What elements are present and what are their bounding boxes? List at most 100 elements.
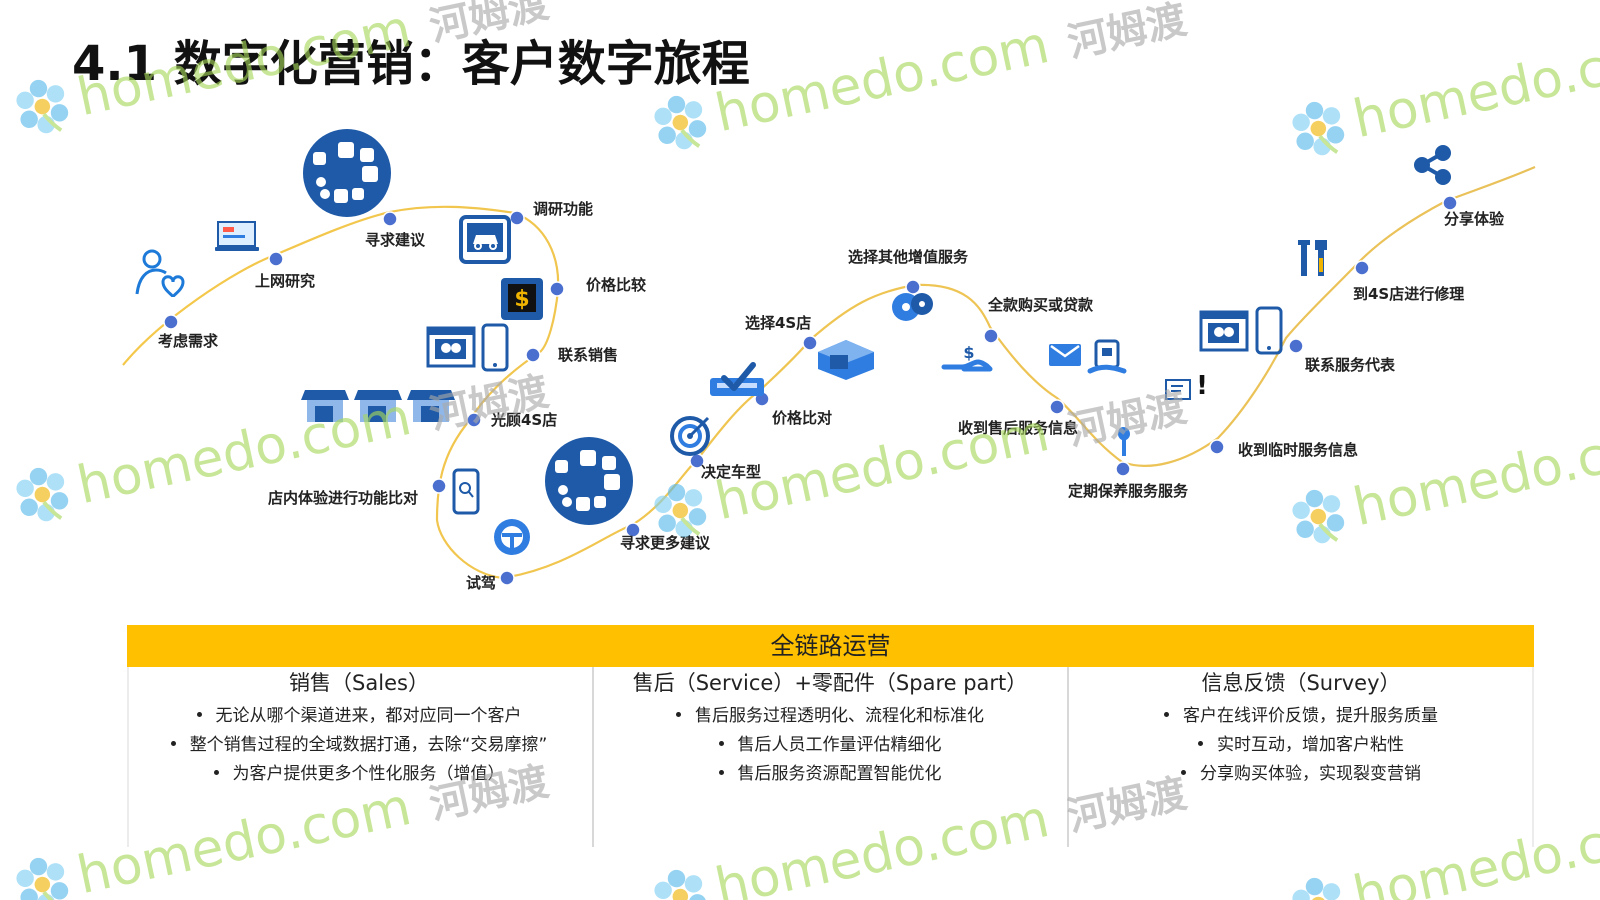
journey-label-survey-function: 调研功能 — [533, 200, 593, 218]
journey-node-after-sales-info — [1049, 399, 1065, 415]
journey-nodes — [163, 195, 1458, 586]
survey-panel-item-text: 分享购买体验，实现裂变营销 — [1200, 764, 1421, 784]
sales-panel-list: 无论从哪个渠道进来，都对应同一个客户 整个销售过程的全域数据打通，去除“交易摩擦… — [129, 702, 589, 789]
bullet-icon — [718, 769, 724, 775]
service-panel-item-text: 售后人员工作量评估精细化 — [737, 735, 942, 755]
svg-text:$: $ — [514, 287, 529, 312]
journey-node-contact-sales — [525, 347, 541, 363]
laptop-icon — [215, 221, 259, 251]
service-panel-item: 售后服务资源配置智能优化 — [598, 760, 1062, 789]
operations-band-title: 全链路运营 — [127, 625, 1534, 667]
mobile-phone-icon — [481, 323, 509, 372]
service-panel-item-text: 售后服务资源配置智能优化 — [737, 764, 942, 784]
4s-store-icon — [301, 390, 455, 422]
journey-node-test-drive — [499, 570, 515, 586]
journey-label-decide-model: 决定车型 — [701, 463, 761, 481]
survey-panel-item-text: 客户在线评价反馈，提升服务质量 — [1183, 706, 1438, 726]
share-icon — [1414, 145, 1451, 185]
money-check-icon — [710, 362, 764, 396]
journey-node-choose-value-added — [905, 279, 921, 295]
journey-label-price-check: 价格比对 — [772, 409, 832, 427]
mobile-transfer-icon — [1087, 339, 1127, 374]
service-panel-item: 售后人员工作量评估精细化 — [598, 731, 1062, 760]
sales-panel-item: 为客户提供更多个性化服务（增值） — [129, 760, 589, 789]
journey-node-consider — [163, 314, 179, 330]
mobile-search-icon — [452, 468, 480, 515]
notice-icon: ! — [1165, 371, 1208, 401]
sales-panel-item: 整个销售过程的全域数据打通，去除“交易摩擦” — [129, 731, 589, 760]
svg-text:!: ! — [1196, 371, 1208, 401]
service-panel-item-text: 售后服务过程透明化、流程化和标准化 — [695, 706, 984, 726]
survey-panel: 信息反馈（Survey） 客户在线评价反馈，提升服务质量 实时互动，增加客户粘性… — [1072, 667, 1530, 847]
journey-node-contact-service-rep — [1288, 338, 1304, 354]
journey-label-in-store-compare: 店内体验进行功能比对 — [268, 489, 418, 507]
journey-label-temp-service-info: 收到临时服务信息 — [1238, 441, 1358, 459]
person-heart-icon — [135, 249, 185, 298]
journey-label-online-research: 上网研究 — [255, 272, 315, 290]
journey-label-choose-value-added: 选择其他增值服务 — [848, 248, 969, 266]
journey-node-full-payment-loan — [983, 328, 999, 344]
journey-label-seek-advice: 寻求建议 — [365, 231, 426, 249]
bullet-icon — [1198, 740, 1203, 746]
journey-node-visit-4s — [466, 412, 482, 428]
gear-options-icon — [892, 293, 933, 321]
journey-node-repair-at-4s — [1354, 260, 1370, 276]
sales-panel-item-text: 为客户提供更多个性化服务（增值） — [232, 764, 505, 784]
email-icon — [1049, 344, 1081, 366]
journey-label-consider: 考虑需求 — [158, 332, 219, 350]
tools-icon — [1298, 240, 1327, 276]
journey-label-regular-maintenance: 定期保养服务服务 — [1068, 482, 1189, 500]
bullet-icon — [1181, 769, 1186, 775]
social-media-icon — [303, 129, 391, 217]
journey-label-seek-more-advice: 寻求更多建议 — [620, 534, 711, 552]
video-call-icon — [1199, 310, 1249, 352]
video-call-icon — [426, 326, 476, 368]
bullet-icon — [718, 740, 724, 746]
bullet-icon — [213, 769, 219, 775]
dollar-tablet-icon: $ — [501, 278, 543, 320]
journey-label-price-compare: 价格比较 — [586, 276, 646, 294]
survey-panel-list: 客户在线评价反馈，提升服务质量 实时互动，增加客户粘性 分享购买体验，实现裂变营… — [1072, 702, 1530, 789]
mobile-phone-icon — [1255, 306, 1283, 355]
journey-node-temp-service-info — [1209, 439, 1225, 455]
bullet-icon — [196, 711, 202, 717]
journey-node-online-research — [268, 251, 284, 267]
journey-label-contact-service-rep: 联系服务代表 — [1305, 356, 1396, 374]
social-media-icon — [545, 437, 633, 525]
survey-panel-item: 客户在线评价反馈，提升服务质量 — [1072, 702, 1530, 731]
journey-label-test-drive: 试驾 — [466, 574, 496, 592]
journey-label-choose-4s: 选择4S店 — [745, 314, 811, 332]
service-panel-title: 售后（Service）+零配件（Spare part） — [632, 671, 1028, 695]
survey-panel-item-text: 实时互动，增加客户粘性 — [1217, 735, 1404, 755]
bullet-icon — [676, 711, 681, 717]
survey-panel-item: 实时互动，增加客户粘性 — [1072, 731, 1530, 760]
journey-node-survey-function — [509, 210, 525, 226]
sales-panel-item-text: 整个销售过程的全域数据打通，去除“交易摩擦” — [189, 735, 548, 755]
panel-left-edge — [127, 667, 129, 847]
journey-node-choose-4s — [802, 335, 818, 351]
service-panel-list: 售后服务过程透明化、流程化和标准化 售后人员工作量评估精细化 售后服务资源配置智… — [598, 702, 1062, 789]
journey-node-price-compare — [549, 281, 565, 297]
journey-node-regular-maintenance — [1115, 461, 1131, 477]
journey-node-in-store-compare — [431, 478, 447, 494]
sales-panel-item: 无论从哪个渠道进来，都对应同一个客户 — [129, 702, 589, 731]
journey-label-after-sales-info: 收到售后服务信息 — [958, 419, 1078, 437]
journey-labels: 考虑需求上网研究寻求建议调研功能价格比较联系销售光顾4S店店内体验进行功能比对试… — [158, 200, 1505, 592]
target-icon — [670, 416, 710, 456]
journey-label-repair-at-4s: 到4S店进行修理 — [1353, 285, 1464, 303]
panel-right-edge — [1532, 667, 1534, 847]
store-building-icon — [818, 340, 874, 380]
panel-divider-1 — [592, 667, 594, 847]
bullet-icon — [170, 740, 176, 746]
money-hand-icon: $ — [941, 343, 993, 372]
page-title: 4.1 数字化营销：客户数字旅程 — [72, 36, 750, 92]
journey-node-seek-more-advice — [625, 522, 641, 538]
sales-panel: 销售（Sales） 无论从哪个渠道进来，都对应同一个客户 整个销售过程的全域数据… — [129, 667, 589, 847]
bullet-icon — [1164, 711, 1169, 717]
survey-panel-title: 信息反馈（Survey） — [1201, 671, 1401, 695]
service-panel-item: 售后服务过程透明化、流程化和标准化 — [598, 702, 1062, 731]
car-in-tablet-icon — [459, 215, 511, 264]
wrench-icon — [1118, 427, 1130, 456]
